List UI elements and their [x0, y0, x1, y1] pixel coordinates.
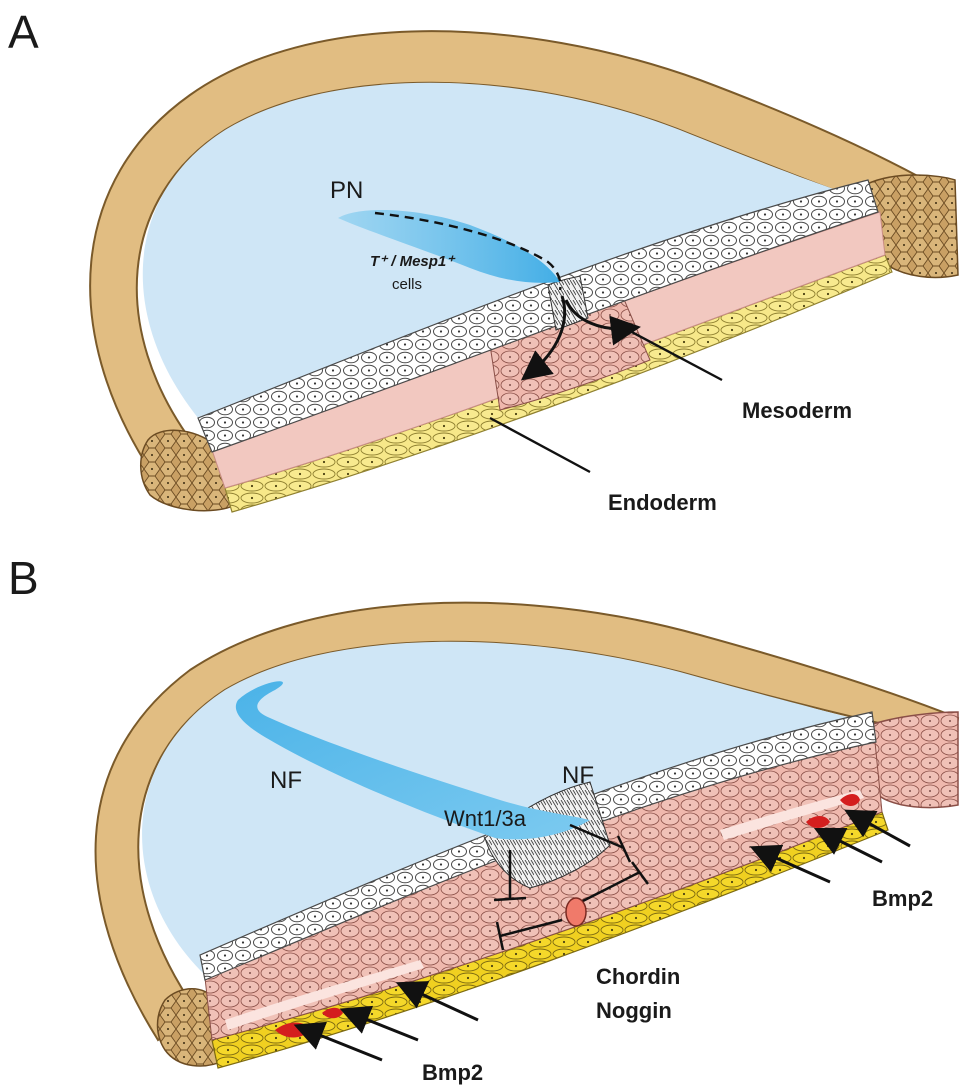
- panel-a-endoderm-label: Endoderm: [608, 490, 717, 515]
- panel-a-pn-label: PN: [330, 177, 363, 204]
- panel-b-right-cap: [867, 712, 958, 808]
- panel-b-wnt-label: Wnt1/3a: [444, 806, 527, 831]
- panel-b-nf-left-label: NF: [270, 767, 302, 794]
- panel-b-bmp2-bottom-label: Bmp2: [422, 1060, 483, 1085]
- panel-a-mesoderm-label: Mesoderm: [742, 398, 852, 423]
- panel-b-bmp2-right-label: Bmp2: [872, 886, 933, 911]
- panel-b-bmp2-arrow-l1: [302, 1028, 382, 1060]
- panel-b-nf-node-label: NF: [562, 762, 594, 789]
- panel-a-cells-label: cells: [392, 276, 422, 293]
- panel-a-letter: A: [8, 6, 39, 58]
- panel-a-endoderm-pointer: [490, 418, 590, 472]
- panel-b-chordin-label: Chordin: [596, 964, 680, 989]
- panel-b-noggin-label: Noggin: [596, 998, 672, 1023]
- panel-b-node: [566, 898, 586, 926]
- panel-a-marker-label: T⁺ / Mesp1⁺: [370, 253, 456, 270]
- panel-b: B: [8, 552, 958, 1085]
- panel-a: A PN T⁺ / Mesp1⁺ cells Mesoderm End: [8, 6, 958, 515]
- panel-b-letter: B: [8, 552, 39, 604]
